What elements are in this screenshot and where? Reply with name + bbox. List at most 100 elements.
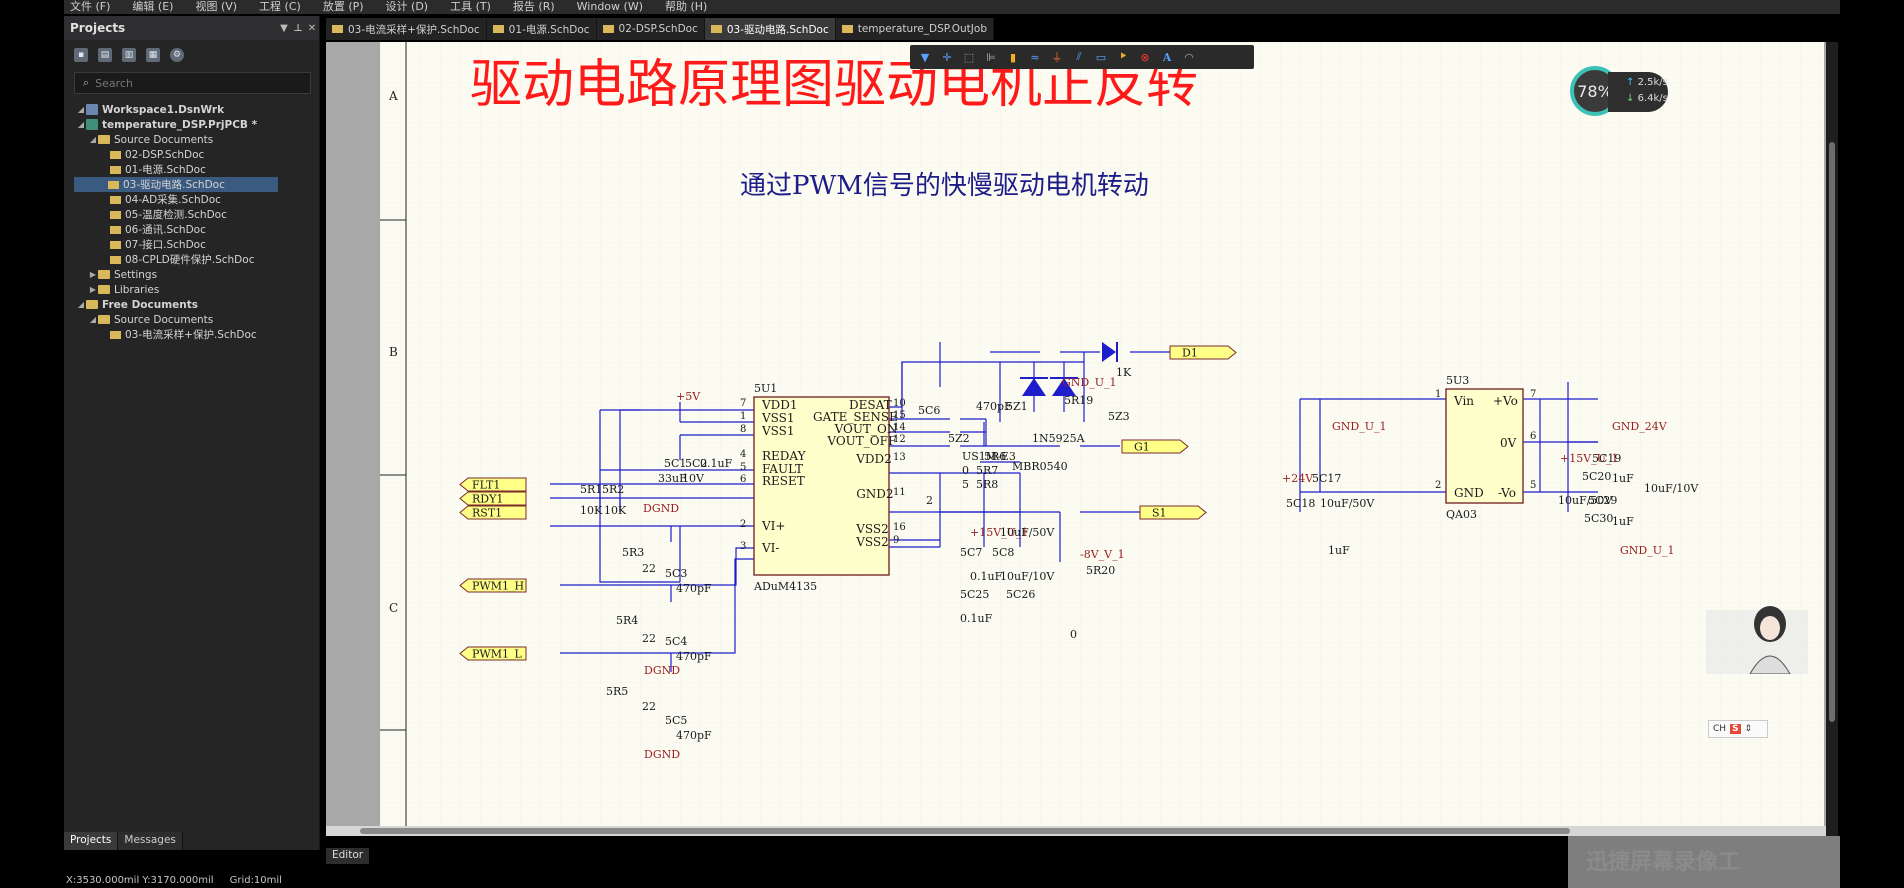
tree-item-7[interactable]: 05-温度检测.SchDoc xyxy=(76,207,319,222)
menu-item-0[interactable]: 文件 (F) xyxy=(70,0,111,13)
tree-item-1[interactable]: ◢temperature_DSP.PrjPCB * xyxy=(76,117,319,132)
close-project-icon[interactable]: ▦ xyxy=(146,48,160,62)
collapse-arrow-icon[interactable]: ◢ xyxy=(77,105,85,114)
no-erc-icon[interactable]: ⊗ xyxy=(1140,50,1150,64)
port-6[interactable] xyxy=(1121,439,1189,454)
tree-item-4[interactable]: 01-电源.SchDoc xyxy=(76,162,319,177)
schdoc-icon xyxy=(110,330,121,339)
tree-item-label: Libraries xyxy=(114,283,160,296)
doc-tab-1[interactable]: 01-电源.SchDoc xyxy=(486,18,597,40)
port-4[interactable] xyxy=(459,646,527,661)
doc-tab-3[interactable]: 03-驱动电路.SchDoc xyxy=(704,18,836,40)
component-label: 5 xyxy=(962,478,969,491)
port-0[interactable] xyxy=(459,477,527,492)
open-folder-icon[interactable]: ▥ xyxy=(122,48,136,62)
vertical-scrollbar[interactable] xyxy=(1826,42,1838,836)
menu-item-8[interactable]: Window (W) xyxy=(576,0,643,13)
port-7[interactable] xyxy=(1139,505,1207,520)
expand-arrow-icon[interactable]: ▶ xyxy=(89,285,97,294)
filter-icon[interactable]: ▼ xyxy=(920,50,930,64)
gear-icon[interactable]: ⚙ xyxy=(170,48,184,62)
u3-body[interactable] xyxy=(1445,388,1524,504)
menu-item-1[interactable]: 编辑 (E) xyxy=(132,0,174,13)
component-label: 5C26 xyxy=(1006,588,1035,601)
menu-item-7[interactable]: 报告 (R) xyxy=(512,0,555,13)
vertical-scroll-thumb[interactable] xyxy=(1829,142,1835,722)
menu-item-2[interactable]: 视图 (V) xyxy=(195,0,238,13)
tree-item-15[interactable]: 03-电流采样+保护.SchDoc xyxy=(76,327,319,342)
tree-item-12[interactable]: ▶ Libraries xyxy=(76,282,319,297)
compile-icon[interactable]: ▤ xyxy=(98,48,112,62)
horizontal-scroll-thumb[interactable] xyxy=(360,828,1570,834)
editor-tab[interactable]: Editor xyxy=(326,848,370,864)
wire-icon[interactable]: ≈ xyxy=(1030,50,1040,64)
component-label: GND_U_1 xyxy=(1620,544,1675,557)
search-input[interactable] xyxy=(95,76,296,90)
text-icon[interactable]: A xyxy=(1162,50,1172,64)
search-field[interactable]: ⌕ xyxy=(74,72,311,94)
sheet-symbol-icon[interactable]: ▭ xyxy=(1095,50,1107,64)
u1-pin-name: GND2 xyxy=(856,487,893,501)
port-2[interactable] xyxy=(459,505,527,520)
port-1[interactable] xyxy=(459,491,527,506)
doc-tab-0[interactable]: 03-电流采样+保护.SchDoc xyxy=(326,18,487,40)
tab-messages[interactable]: Messages xyxy=(118,832,183,850)
bus-icon[interactable]: ⫽ xyxy=(1076,50,1082,63)
tree-item-14[interactable]: ◢Source Documents xyxy=(76,312,319,327)
tree-item-2[interactable]: ◢Source Documents xyxy=(76,132,319,147)
schematic-canvas[interactable]: A B C 驱动电路原理图驱动电机正反转 通过PWM信号的快慢驱动电机转动 xyxy=(380,42,1824,830)
horizontal-scrollbar[interactable] xyxy=(326,826,1826,836)
power-port-icon[interactable]: ⏚ xyxy=(1051,51,1063,64)
port-3[interactable] xyxy=(459,578,527,593)
u1-pin-name: VSS2 xyxy=(855,522,889,536)
tree-item-6[interactable]: 04-AD采集.SchDoc xyxy=(76,192,319,207)
arc-icon[interactable]: ◠ xyxy=(1184,50,1194,64)
tree-item-9[interactable]: 07-接口.SchDoc xyxy=(76,237,319,252)
doc-tab-4[interactable]: temperature_DSP.OutJob xyxy=(835,18,994,40)
move-icon[interactable]: ✛ xyxy=(942,50,952,64)
pin-icon[interactable]: ⊥ xyxy=(293,22,303,34)
menu-item-4[interactable]: 放置 (P) xyxy=(322,0,364,13)
document-icon xyxy=(602,25,614,33)
collapse-arrow-icon[interactable]: ◢ xyxy=(77,120,85,129)
save-icon[interactable]: ▪ xyxy=(74,48,88,62)
tree-item-13[interactable]: ◢ Free Documents xyxy=(76,297,319,312)
tree-item-label: Free Documents xyxy=(102,298,199,311)
tree-item-0[interactable]: ◢Workspace1.DsnWrk xyxy=(76,102,319,117)
menu-item-6[interactable]: 工具 (T) xyxy=(450,0,491,13)
tree-item-11[interactable]: ▶Settings xyxy=(76,267,319,282)
u1-body[interactable] xyxy=(753,396,890,576)
u1-pin-number: 7 xyxy=(740,398,746,409)
collapse-arrow-icon[interactable]: ◢ xyxy=(89,315,97,324)
ime-indicator[interactable]: CH S ⇕ xyxy=(1708,720,1768,738)
u3-pin-num-6: 6 xyxy=(1530,431,1536,442)
doc-tab-2[interactable]: 02-DSP.SchDoc xyxy=(596,18,705,40)
schematic-sheet[interactable]: A B C 驱动电路原理图驱动电机正反转 通过PWM信号的快慢驱动电机转动 xyxy=(380,42,1824,830)
dropdown-icon[interactable]: ▼ xyxy=(280,22,288,34)
document-icon xyxy=(332,25,343,33)
menu-item-9[interactable]: 帮助 (H) xyxy=(664,0,708,13)
diode-5z3[interactable] xyxy=(1102,342,1116,362)
menu-item-3[interactable]: 工程 (C) xyxy=(259,0,301,13)
align-icon[interactable]: ⊫ xyxy=(986,50,996,64)
tree-item-5[interactable]: 03-驱动电路.SchDoc xyxy=(74,177,278,192)
schdoc-icon xyxy=(110,240,121,249)
collapse-arrow-icon[interactable]: ◢ xyxy=(89,135,97,144)
tree-item-8[interactable]: 06-通讯.SchDoc xyxy=(76,222,319,237)
close-icon[interactable]: ✕ xyxy=(307,22,317,34)
component-icon[interactable]: ▮ xyxy=(1009,50,1017,64)
collapse-arrow-icon[interactable]: ◢ xyxy=(77,300,85,309)
tab-projects[interactable]: Projects xyxy=(64,832,119,850)
u1-pin-number: 4 xyxy=(740,449,746,460)
tree-item-10[interactable]: 08-CPLD硬件保护.SchDoc xyxy=(76,252,319,267)
u1-pins: VDD17VSS11VSS18REDAY4FAULT5RESET6VI+2VI-… xyxy=(740,398,906,555)
port-icon[interactable]: ⯈ xyxy=(1118,50,1128,63)
menu-item-5[interactable]: 设计 (D) xyxy=(385,0,429,13)
tree-item-3[interactable]: 02-DSP.SchDoc xyxy=(76,147,319,162)
port-5[interactable] xyxy=(1169,345,1237,360)
schdoc-icon xyxy=(110,195,121,204)
schematic-editor[interactable]: A B C 驱动电路原理图驱动电机正反转 通过PWM信号的快慢驱动电机转动 xyxy=(326,42,1826,836)
component-label: +15V_U_1 xyxy=(1560,452,1618,465)
expand-arrow-icon[interactable]: ▶ xyxy=(89,270,97,279)
select-rect-icon[interactable]: ⬚ xyxy=(963,50,975,64)
